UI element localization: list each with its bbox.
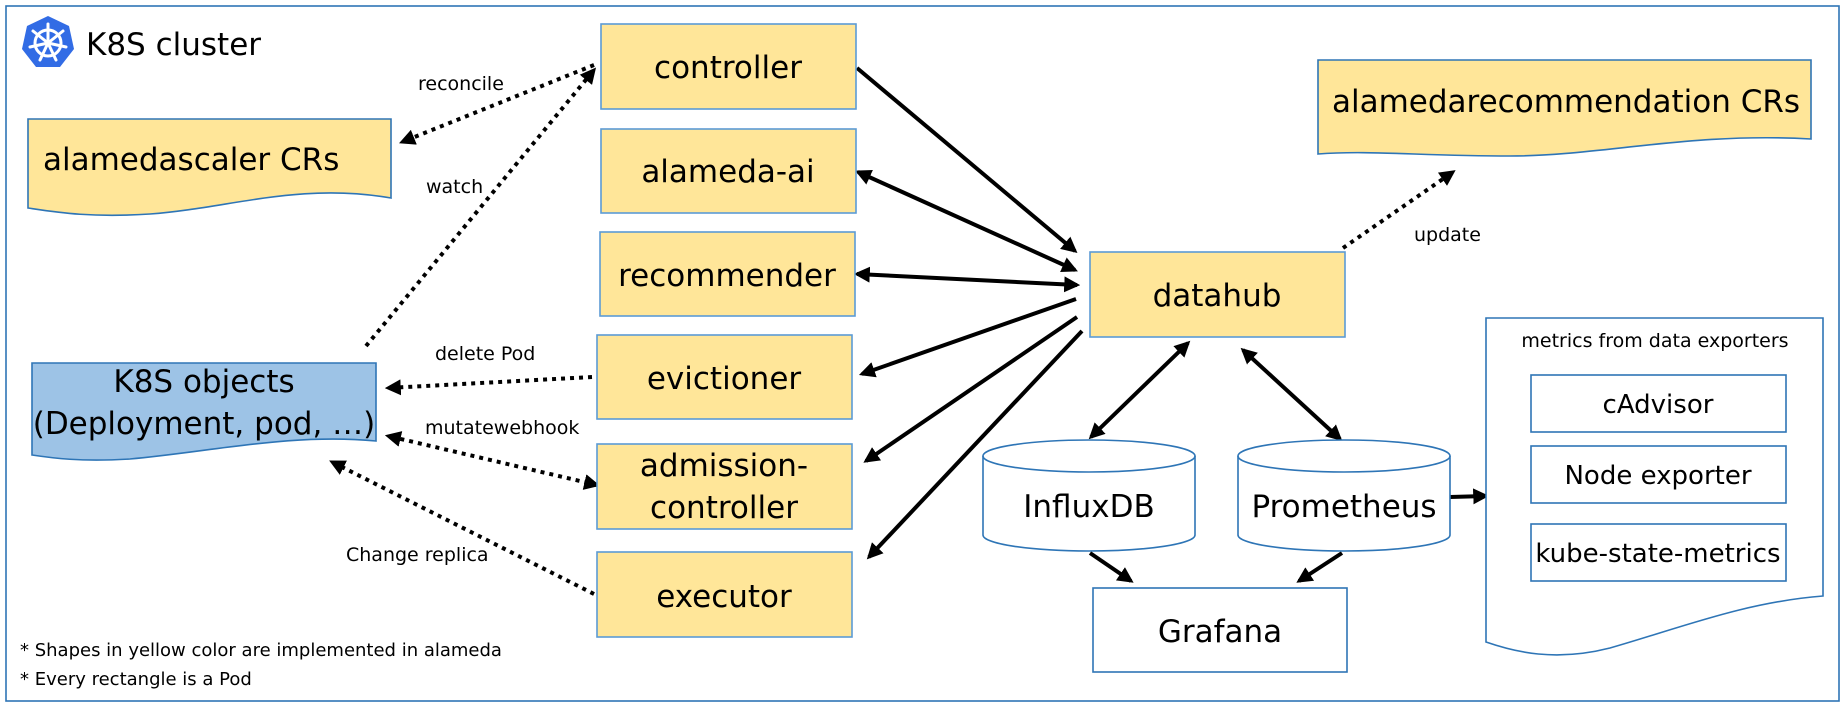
svg-text:(Deployment, pod, …): (Deployment, pod, …) (33, 406, 376, 442)
alameda-ai-node: alameda-ai (600, 128, 857, 214)
edge-datahub-prometheus (1240, 347, 1343, 442)
note-rectangles: * Every rectangle is a Pod (20, 669, 252, 690)
edge-delete-pod (384, 375, 593, 396)
recommender-node: recommender (599, 231, 856, 317)
edge-watch (364, 67, 597, 348)
edge-label-mutatewebhook: mutatewebhook (425, 417, 579, 439)
svg-text:admission-: admission- (640, 448, 808, 484)
exporter-cadvisor: cAdvisor (1530, 374, 1787, 433)
edge-datahub-admission (863, 315, 1079, 463)
edge-change-replica (329, 460, 595, 596)
edge-influxdb-grafana (1088, 551, 1134, 583)
edge-alameda-ai-datahub (855, 169, 1078, 273)
datahub-node: datahub (1089, 251, 1346, 338)
grafana-node: Grafana (1092, 587, 1348, 673)
svg-text:datahub: datahub (1153, 278, 1282, 314)
evictioner-node: evictioner (596, 334, 853, 420)
exporter-kube-state-metrics: kube-state-metrics (1530, 523, 1787, 582)
svg-text:Prometheus: Prometheus (1251, 489, 1436, 525)
prometheus-node: Prometheus (1237, 439, 1451, 552)
influxdb-node: InfluxDB (982, 439, 1196, 552)
edge-label-delete-pod: delete Pod (435, 343, 535, 365)
admission-controller-node: admission- controller (596, 443, 853, 530)
edge-datahub-executor (866, 329, 1084, 560)
edge-label-change-replica: Change replica (346, 544, 489, 566)
svg-text:controller: controller (650, 490, 798, 526)
edge-datahub-influxdb (1088, 340, 1191, 440)
svg-text:InfluxDB: InfluxDB (1023, 489, 1154, 525)
executor-node: executor (596, 551, 853, 638)
svg-text:alameda-ai: alameda-ai (641, 154, 814, 190)
edge-datahub-evictioner (858, 297, 1077, 378)
edge-prometheus-exporters (1449, 488, 1490, 505)
exporters-panel: metrics from data exporters cAdvisor Nod… (1485, 317, 1824, 656)
kubernetes-helm-icon (22, 16, 74, 67)
edge-label-reconcile: reconcile (418, 73, 504, 95)
svg-text:Node exporter: Node exporter (1564, 461, 1751, 491)
exporter-node-exporter: Node exporter (1530, 445, 1787, 504)
svg-text:evictioner: evictioner (647, 361, 802, 397)
svg-text:alamedascaler CRs: alamedascaler CRs (43, 142, 339, 178)
svg-text:Grafana: Grafana (1158, 614, 1282, 650)
edge-label-watch: watch (426, 176, 483, 198)
alamedarecommendation-crs-node: alamedarecommendation CRs (1317, 59, 1812, 157)
svg-text:executor: executor (656, 579, 792, 615)
edge-prometheus-grafana (1296, 551, 1344, 583)
controller-node: controller (600, 23, 857, 110)
edge-reconcile (399, 63, 595, 145)
cluster-frame (5, 5, 1840, 702)
svg-text:cAdvisor: cAdvisor (1603, 390, 1714, 420)
svg-text:kube-state-metrics: kube-state-metrics (1535, 539, 1780, 569)
cluster-title: K8S cluster (86, 27, 261, 63)
edge-controller-datahub (855, 66, 1078, 254)
edge-update (1341, 170, 1456, 250)
svg-text:controller: controller (654, 50, 802, 86)
edge-recommender-datahub (853, 266, 1081, 293)
note-yellow-shapes: * Shapes in yellow color are implemented… (20, 640, 502, 661)
svg-text:alamedarecommendation CRs: alamedarecommendation CRs (1332, 84, 1800, 120)
k8s-objects-node: K8S objects (Deployment, pod, …) (31, 362, 377, 461)
edge-label-update: update (1414, 224, 1481, 246)
edge-mutatewebhook (384, 431, 601, 490)
exporters-title: metrics from data exporters (1521, 330, 1788, 352)
svg-text:recommender: recommender (618, 258, 836, 294)
svg-text:K8S objects: K8S objects (113, 364, 294, 400)
alamedascaler-crs-node: alamedascaler CRs (27, 118, 392, 217)
